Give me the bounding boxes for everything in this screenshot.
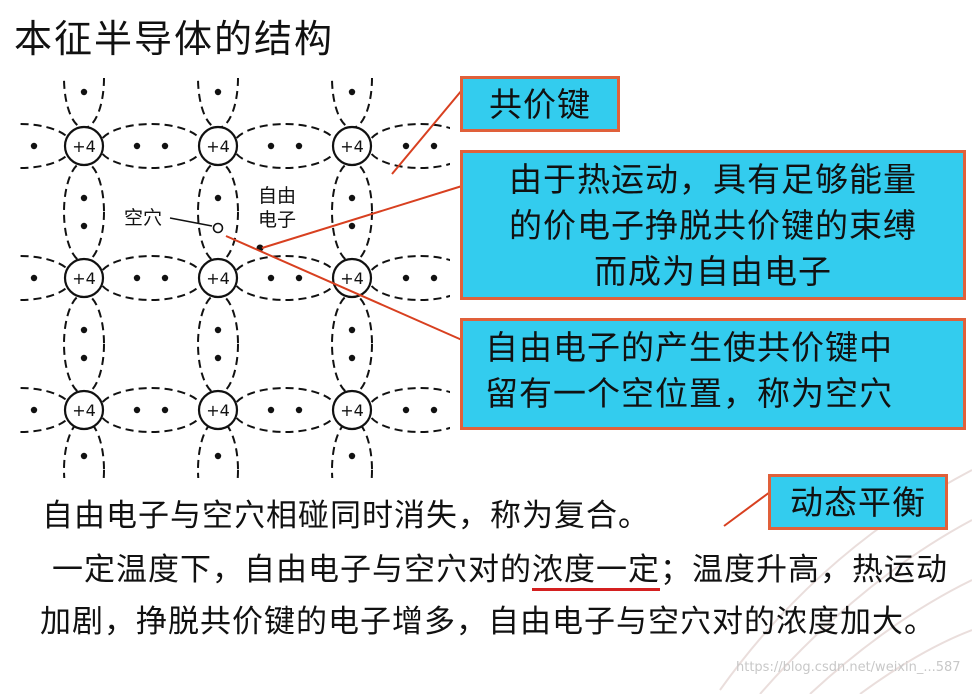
valence-electron: [348, 452, 356, 460]
hole-label-leader: [169, 217, 213, 227]
valence-electron: [30, 406, 38, 414]
hole-label: 空穴: [124, 207, 162, 229]
callout-thermal-motion: 由于热运动，具有足够能量 的价电子挣脱共价键的束缚 而成为自由电子: [460, 150, 966, 300]
atom-core: [197, 125, 239, 167]
callout-dynamic-equilibrium: 动态平衡: [768, 474, 948, 530]
callout-dynamic-equilibrium-text: 动态平衡: [790, 483, 926, 522]
paragraph-recombination: 自由电子与空穴相碰同时消失，称为复合。: [42, 498, 650, 534]
valence-electron: [402, 142, 410, 150]
valence-electron: [295, 142, 303, 150]
valence-electron: [267, 142, 275, 150]
atom-core: [63, 257, 105, 299]
valence-electron: [214, 326, 222, 334]
atom-core: [63, 389, 105, 431]
callout-hole: 自由电子的产生使共价键中 留有一个空位置，称为空穴: [460, 318, 966, 430]
valence-electron: [295, 406, 303, 414]
atom-charge-label: +4: [340, 269, 364, 288]
valence-electron: [402, 274, 410, 282]
atom-core: [197, 389, 239, 431]
valence-electron: [133, 406, 141, 414]
pointer-thermal: [261, 185, 463, 249]
atom-core: [331, 125, 373, 167]
valence-electron: [214, 88, 222, 96]
valence-electron: [30, 142, 38, 150]
valence-electron: [295, 274, 303, 282]
atom-charge-label: +4: [206, 401, 230, 420]
paragraph-concentration-part2: ；温度升高，热运动加剧，挣脱共价键的电子增多，自由电子与空穴对的浓度加大。: [40, 552, 948, 640]
silicon-lattice-diagram: +4 +4 +4 +4 +4 +4 +4 +4 +4 空穴 自由 电子: [20, 78, 450, 478]
valence-electron: [348, 194, 356, 202]
underlined-concentration-constant: 浓度一定: [532, 552, 660, 591]
valence-electron: [402, 406, 410, 414]
callout-covalent-bond: 共价键: [460, 76, 620, 132]
atom-charge-label: +4: [340, 137, 364, 156]
valence-electron: [80, 88, 88, 96]
atom-core: [331, 389, 373, 431]
pointer-dynamic-equilibrium: [723, 491, 771, 527]
atom-charge-label: +4: [72, 401, 96, 420]
valence-electron: [80, 194, 88, 202]
pointer-hole: [225, 235, 463, 341]
paragraph-concentration: 一定温度下，自由电子与空穴对的浓度一定；温度升高，热运动加剧，挣脱共价键的电子增…: [40, 544, 960, 648]
valence-electron: [80, 326, 88, 334]
atom-charge-label: +4: [72, 269, 96, 288]
callout-thermal-line3: 而成为自由电子: [594, 252, 832, 291]
valence-electron: [430, 406, 438, 414]
page-title: 本征半导体的结构: [14, 17, 335, 61]
valence-electron: [80, 452, 88, 460]
valence-electron: [348, 354, 356, 362]
valence-electron: [214, 354, 222, 362]
atom-charge-label: +4: [206, 269, 230, 288]
atom-core: [63, 125, 105, 167]
paragraph-concentration-part1: 一定温度下，自由电子与空穴对的: [52, 552, 532, 588]
valence-electron: [348, 222, 356, 230]
atom-charge-label: +4: [206, 137, 230, 156]
valence-electron: [133, 142, 141, 150]
valence-electron: [161, 274, 169, 282]
valence-electron: [80, 222, 88, 230]
free-electron-label-line2: 电子: [258, 209, 296, 231]
watermark: https://blog.csdn.net/weixin_...587: [736, 660, 961, 675]
free-electron-label-line1: 自由: [258, 185, 296, 207]
valence-electron: [430, 142, 438, 150]
atom-charge-label: +4: [72, 137, 96, 156]
valence-electron: [30, 274, 38, 282]
valence-electron: [133, 274, 141, 282]
valence-electron: [161, 406, 169, 414]
valence-electron: [348, 88, 356, 96]
pointer-covalent-bond: [391, 89, 463, 175]
callout-thermal-line2: 的价电子挣脱共价键的束缚: [509, 206, 917, 245]
callout-hole-line1: 自由电子的产生使共价键中: [485, 328, 893, 367]
callout-hole-line2: 留有一个空位置，称为空穴: [485, 374, 893, 413]
valence-electron: [267, 274, 275, 282]
valence-electron: [161, 142, 169, 150]
callout-covalent-bond-text: 共价键: [489, 85, 591, 124]
atom-charge-label: +4: [340, 401, 364, 420]
valence-electron: [80, 354, 88, 362]
hole-marker: [212, 222, 224, 234]
valence-electron: [214, 452, 222, 460]
valence-electron: [430, 274, 438, 282]
atom-core: [197, 257, 239, 299]
valence-electron: [348, 326, 356, 334]
callout-thermal-line1: 由于热运动，具有足够能量: [509, 160, 917, 199]
valence-electron: [214, 194, 222, 202]
valence-electron: [267, 406, 275, 414]
